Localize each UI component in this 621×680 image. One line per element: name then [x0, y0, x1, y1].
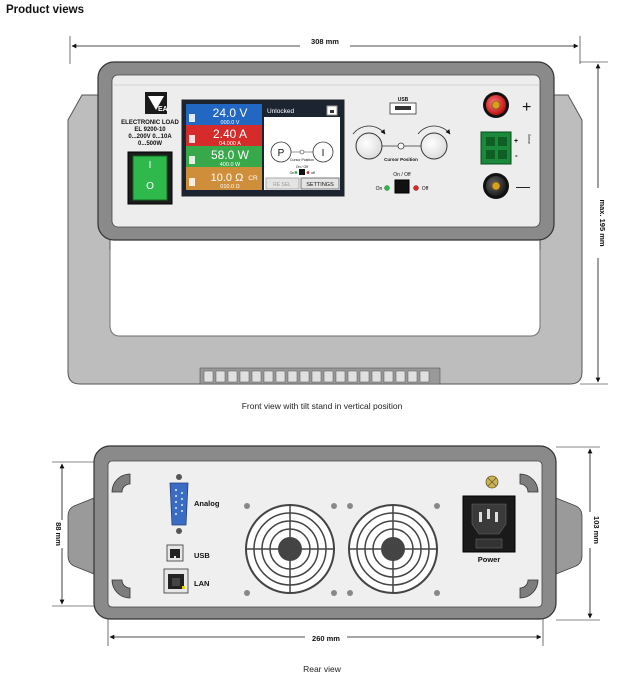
- current-tile: [186, 125, 262, 146]
- rear-usb-label: USB: [194, 551, 210, 560]
- logo-letters: EA: [158, 106, 168, 113]
- plus-label: +: [522, 99, 531, 116]
- lock-status: Unlocked: [267, 108, 294, 115]
- rear-right-height-label: 103 mm: [592, 516, 601, 544]
- display-on-label: On: [290, 171, 295, 175]
- model-line-4: 0...500W: [138, 141, 162, 147]
- front-width-dimension: 308 mm: [69, 36, 581, 64]
- front-width-label: 308 mm: [311, 37, 339, 46]
- front-view-caption: Front view with tilt stand in vertical p…: [242, 401, 403, 411]
- model-line-2: EL 9200-10: [134, 127, 166, 133]
- dc-minus-terminal: [483, 173, 509, 199]
- fan-right: [347, 503, 440, 596]
- off-led: [413, 185, 419, 191]
- front-height-label: max. 195 mm: [598, 199, 607, 246]
- sense-minus-label: -: [515, 151, 518, 160]
- rear-width-label: 260 mm: [312, 634, 340, 643]
- sense-plus-label: +: [514, 138, 518, 145]
- power-label: Power: [478, 555, 501, 564]
- display-left-button-label: RE SEL: [273, 182, 291, 188]
- knob-p-label: P: [278, 148, 285, 159]
- onoff-label: On / Off: [393, 172, 411, 178]
- on-label: On: [376, 186, 383, 192]
- rear-left-height-label: 88 mm: [54, 522, 63, 546]
- dc-plus-terminal: [483, 92, 509, 118]
- rear-left-side-handle: [67, 497, 95, 575]
- settings-button-label: SETTINGS: [306, 182, 334, 188]
- input-onoff-button[interactable]: [394, 179, 410, 194]
- power-set: 400.0 W: [220, 162, 241, 168]
- voltage-value: 24.0 V: [213, 106, 248, 120]
- tilt-stand: [67, 94, 583, 385]
- rear-right-height-dimension: 103 mm: [556, 446, 601, 621]
- front-usb-label: USB: [398, 97, 409, 103]
- display-off-label: off: [311, 171, 315, 175]
- voltage-set: 000.0 V: [221, 120, 240, 126]
- rear-left-height-dimension: 88 mm: [52, 461, 96, 607]
- power-tile: [186, 146, 262, 167]
- current-set: 04.000 A: [219, 141, 241, 147]
- sense-connector: [480, 131, 512, 165]
- model-line-3: 0...200V 0...10A: [128, 134, 172, 140]
- touch-display[interactable]: 24.0 V 000.0 V 2.40 A 04.000 A 58.0 W 40…: [181, 99, 345, 197]
- rear-width-dimension: 260 mm: [107, 615, 544, 646]
- front-height-dimension: max. 195 mm: [580, 61, 608, 385]
- rear-view: 88 mm 103 mm 260 mm: [52, 445, 601, 674]
- minus-label: —: [516, 178, 530, 194]
- ea-logo: EA: [145, 92, 168, 114]
- resistance-value: 10.0 Ω: [211, 172, 244, 184]
- resistance-tile: [186, 167, 262, 190]
- switch-on-mark: I: [149, 160, 152, 171]
- voltage-tile: [186, 104, 262, 125]
- ground-screw: [485, 475, 499, 489]
- front-view: 308 mm max. 195 mm: [67, 36, 608, 411]
- current-value: 2.40 A: [213, 127, 247, 141]
- cursor-position-label: Cursor Position: [384, 157, 418, 162]
- lan-port: [163, 568, 189, 594]
- front-usb-port[interactable]: USB: [389, 97, 417, 115]
- power-inlet: [462, 495, 516, 553]
- analog-port: [169, 474, 189, 534]
- knob-i-label: I: [322, 148, 325, 159]
- display-left-button[interactable]: [265, 177, 300, 190]
- rear-corner-feet: [111, 473, 539, 599]
- display-onoff-label: On / Off: [296, 165, 308, 169]
- on-led: [384, 185, 390, 191]
- switch-off-mark: O: [146, 181, 154, 192]
- rear-view-caption: Rear view: [303, 664, 342, 674]
- lan-label: LAN: [194, 579, 209, 588]
- resistance-set: 010.0 Ω: [220, 184, 239, 190]
- power-value: 58.0 W: [211, 148, 250, 162]
- model-line-1: ELECTRONIC LOAD: [121, 120, 179, 126]
- page-title: Product views: [6, 4, 84, 16]
- sense-label: Sense: [527, 134, 531, 144]
- settings-button[interactable]: [300, 177, 340, 190]
- fan-left: [244, 503, 337, 596]
- rear-usb-port: [166, 544, 184, 562]
- off-label: Off: [422, 186, 429, 192]
- stand-grip-ribs: [203, 370, 430, 383]
- display-cursor-label: Cursor Position: [290, 158, 314, 162]
- analog-label: Analog: [194, 499, 220, 508]
- resistance-mode: CR: [248, 175, 258, 182]
- rear-right-side-handle: [555, 497, 583, 575]
- power-switch[interactable]: I O: [127, 151, 173, 205]
